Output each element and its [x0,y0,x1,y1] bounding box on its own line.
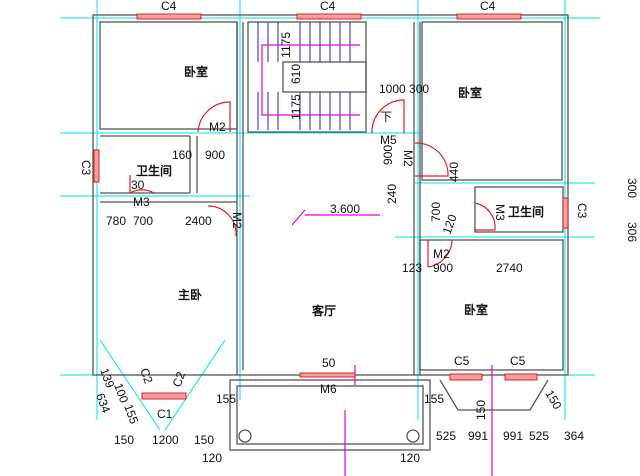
room-label-bedroom-nw: 卧室 [184,64,208,79]
window-tag: C1 [157,407,173,421]
room-label-bath-w: 卫生间 [136,163,172,178]
window-tag: C4 [161,0,177,13]
window-tag: C4 [320,0,336,13]
dim: 1200 [152,433,179,447]
dim: 155 [121,402,141,426]
dim: 300 [625,178,639,198]
dim: 440 [447,162,461,182]
window-tag: C2 [170,370,189,390]
dim: 900 [381,145,395,165]
dim: 30 [131,178,145,192]
dim: 240 [385,184,399,204]
dim: 991 [468,429,488,443]
door-tag: M3 [493,204,507,221]
door-tag: M2 [401,150,415,167]
windows [93,13,569,400]
door-tag: M2 [433,247,450,261]
door-tag: M2 [209,120,226,134]
dim: 139 [97,366,117,390]
dim: 900 [205,148,225,162]
room-label-bath-e: 卫生间 [508,204,544,219]
stair-dim: 1175 [289,94,303,120]
dim: 150 [542,388,564,413]
dim: 634 [93,391,113,415]
stair-dim: 1175 [279,32,293,58]
dim: 155 [424,392,444,406]
dim: 160 [172,148,192,162]
dim: 306 [625,222,639,242]
door-tag: M5 [380,133,397,147]
room-label-master: 主卧 [178,287,202,302]
room-label-living: 客厅 [311,303,336,318]
window-tag: C3 [79,160,93,176]
dim: 150 [194,433,214,447]
stair-dim: 610 [289,64,303,84]
stair-down-label: 下 [380,110,392,124]
dim: 155 [216,392,236,406]
dim: 700 [133,214,153,228]
dim: 2740 [496,261,523,275]
window-tag: C2 [137,366,156,386]
dim: 120 [202,451,222,465]
window-tag: C5 [454,354,470,368]
dim: 525 [436,429,456,443]
room-label-bedroom-se: 卧室 [464,302,488,317]
door-tag: M2 [230,212,244,229]
door-tag: M6 [320,382,337,396]
window-tag: C5 [510,354,526,368]
room-labels: 卧室 卧室 卫生间 卫生间 主卧 客厅 卧室 [136,64,544,318]
dim: 525 [529,429,549,443]
room-label-bedroom-ne: 卧室 [458,85,482,100]
dim: 50 [322,356,336,370]
dim: 780 [106,214,126,228]
dim: 120 [400,451,420,465]
window-tag: C3 [575,203,589,219]
doors [129,99,496,268]
tags: C4 C4 C4 C3 C3 C2 C2 C1 C5 C5 M2 M5 M2 M… [79,0,589,421]
dim: 1000 300 [379,82,429,96]
dim: 2400 [185,214,212,228]
dim: 123 [402,261,422,275]
dim: 991 [503,429,523,443]
window-tag: C4 [480,0,496,13]
elevation-label: 3.600 [330,202,360,216]
stair [247,21,493,476]
dim: 364 [564,429,584,443]
door-tag: M3 [133,195,150,209]
dim: 900 [433,261,453,275]
dim: 120 [440,212,460,236]
dim: 700 [429,202,443,222]
dim: 100 [111,381,131,405]
dim: 150 [114,433,134,447]
dimensions: 1000 300 900 160 900 440 30 240 780 700 … [93,82,639,465]
dim: 150 [474,400,488,420]
